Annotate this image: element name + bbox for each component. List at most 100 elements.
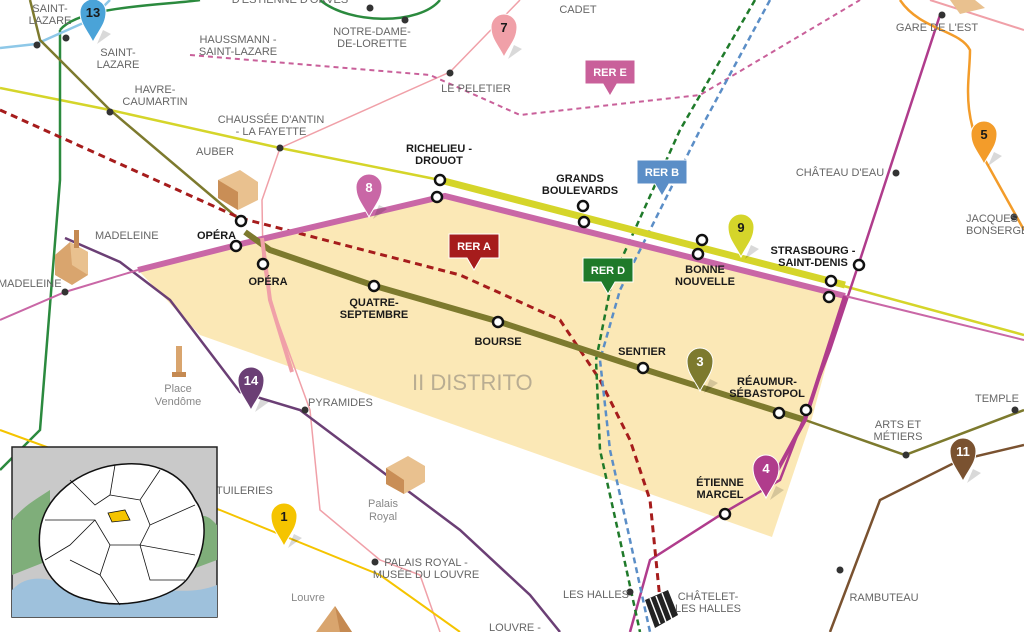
palais-royal-icon (386, 456, 425, 494)
station-dot[interactable] (256, 257, 270, 271)
line-marker-number: 8 (365, 180, 372, 195)
station-small-dot[interactable] (33, 41, 41, 49)
line-marker-number: 13 (86, 5, 100, 20)
station-small-dot[interactable] (836, 566, 844, 574)
station-label-saint-lazare: SAINT-LAZARE (97, 47, 140, 71)
line-1-marker-icon[interactable]: 1 (270, 502, 302, 548)
station-small-dot[interactable] (1011, 406, 1019, 414)
station-label-cadet: CADET (559, 4, 597, 16)
station-label-richelieu-drouot: RICHELIEU -DROUOT (406, 143, 472, 167)
rer-badge-label: RER A (457, 241, 491, 253)
line-9-marker-icon[interactable]: 9 (727, 213, 759, 259)
station-small-dot[interactable] (366, 4, 374, 12)
station-label-chateau-deau: CHÂTEAU D'EAU (796, 166, 884, 179)
line-marker-number: 11 (956, 444, 970, 459)
station-label-chatelet-les-halles: CHÂTELET-LES HALLES (675, 590, 741, 615)
rer-b-badge[interactable]: RER B (636, 159, 688, 197)
station-dot[interactable] (691, 247, 705, 261)
rer-b-line (598, 0, 772, 632)
line-4-marker-icon[interactable]: 4 (752, 454, 784, 500)
line-14-marker-icon[interactable]: 14 (237, 366, 269, 412)
station-small-dot[interactable] (106, 108, 114, 116)
station-label-notre-dame-de-lorette: NOTRE-DAME-DE-LORETTE (333, 26, 411, 50)
station-label-saint-lazare-top: SAINT-LAZARE (29, 3, 72, 27)
station-small-dot[interactable] (276, 144, 284, 152)
station-small-dot[interactable] (61, 288, 69, 296)
line-8-marker-icon[interactable]: 8 (355, 173, 387, 219)
station-dot[interactable] (636, 361, 650, 375)
station-dot[interactable] (799, 403, 813, 417)
station-small-dot[interactable] (371, 558, 379, 566)
station-small-dot[interactable] (892, 169, 900, 177)
station-dot[interactable] (576, 199, 590, 213)
station-dot[interactable] (367, 279, 381, 293)
station-small-dot[interactable] (62, 34, 70, 42)
station-label-quatre-septembre: QUATRE-SEPTEMBRE (340, 297, 408, 321)
metro-line-5 (898, 0, 1024, 231)
gare-de-lest-icon (950, 0, 985, 14)
line-3-marker-icon[interactable]: 3 (686, 347, 718, 393)
station-dot[interactable] (824, 274, 838, 288)
line-7-marker-icon[interactable]: 7 (490, 13, 522, 59)
station-dot[interactable] (234, 214, 248, 228)
station-small-dot[interactable] (301, 406, 309, 414)
station-label-jacques-bonsergent: JACQUESBONSERGENT (966, 213, 1024, 237)
station-small-dot[interactable] (446, 69, 454, 77)
station-label-les-halles: LES HALLES (563, 589, 629, 601)
station-dot[interactable] (430, 190, 444, 204)
rer-d-badge[interactable]: RER D (582, 257, 634, 295)
line-marker-number: 4 (762, 461, 770, 476)
station-label-gare-de-lest: GARE DE L'EST (896, 22, 978, 34)
station-small-dot[interactable] (938, 11, 946, 19)
metro-line-14 (64, 236, 561, 632)
station-small-dot[interactable] (626, 588, 634, 596)
station-label-le-peletier: LE PELETIER (441, 83, 511, 95)
station-dot[interactable] (772, 406, 786, 420)
line-marker-number: 7 (500, 20, 507, 35)
rer-e-badge[interactable]: RER E (584, 59, 636, 97)
rer-badge-label: RER E (593, 67, 627, 79)
station-dot[interactable] (491, 315, 505, 329)
metro-line-3-bold (243, 229, 806, 423)
station-dot[interactable] (822, 290, 836, 304)
metro-line-8-bold (137, 192, 846, 299)
line-11-marker-icon[interactable]: 11 (949, 437, 981, 483)
paris-inset-map (11, 446, 218, 618)
line-13-marker-icon[interactable]: 13 (79, 0, 111, 44)
landmark-label-louvre: Louvre (291, 592, 325, 604)
station-label-opera-top: OPÉRA (197, 229, 236, 242)
chatelet-station-icon (645, 590, 678, 628)
station-label-pyramides: PYRAMIDES (308, 397, 373, 409)
station-label-haussmann-saint-lazare: HAUSSMANN -SAINT-LAZARE (199, 34, 277, 58)
line-marker-number: 5 (980, 127, 987, 142)
station-small-dot[interactable] (1010, 213, 1018, 221)
station-label-estienne-dorves: D'ESTIENNE D'ORVES (232, 0, 348, 6)
metro-line-11 (828, 443, 1024, 632)
station-dot[interactable] (718, 507, 732, 521)
rer-a-badge[interactable]: RER A (448, 233, 500, 271)
station-small-dot[interactable] (401, 16, 409, 24)
station-label-reaumur-sebastopol: RÉAUMUR-SÉBASTOPOL (729, 375, 805, 400)
rer-badge-label: RER D (591, 265, 625, 277)
station-label-louvre-rivoli: LOUVRE - (489, 622, 541, 632)
metro-line-9-bold (439, 176, 846, 289)
rer-badge-label: RER B (645, 167, 679, 179)
inset-district-highlight (107, 509, 131, 523)
station-dot[interactable] (695, 233, 709, 247)
station-dot[interactable] (229, 239, 243, 253)
station-small-dot[interactable] (902, 451, 910, 459)
station-dot[interactable] (577, 215, 591, 229)
station-dot[interactable] (852, 258, 866, 272)
line-5-marker-icon[interactable]: 5 (970, 120, 1002, 166)
district-area (138, 196, 845, 537)
station-label-palais-royal-musee: PALAIS ROYAL -MUSÉE DU LOUVRE (373, 557, 479, 581)
station-dot[interactable] (433, 173, 447, 187)
station-label-madeleine-left: MADELEINE (0, 278, 62, 290)
station-label-chaussee-dantin: CHAUSSÉE D'ANTIN- LA FAYETTE (218, 113, 325, 138)
